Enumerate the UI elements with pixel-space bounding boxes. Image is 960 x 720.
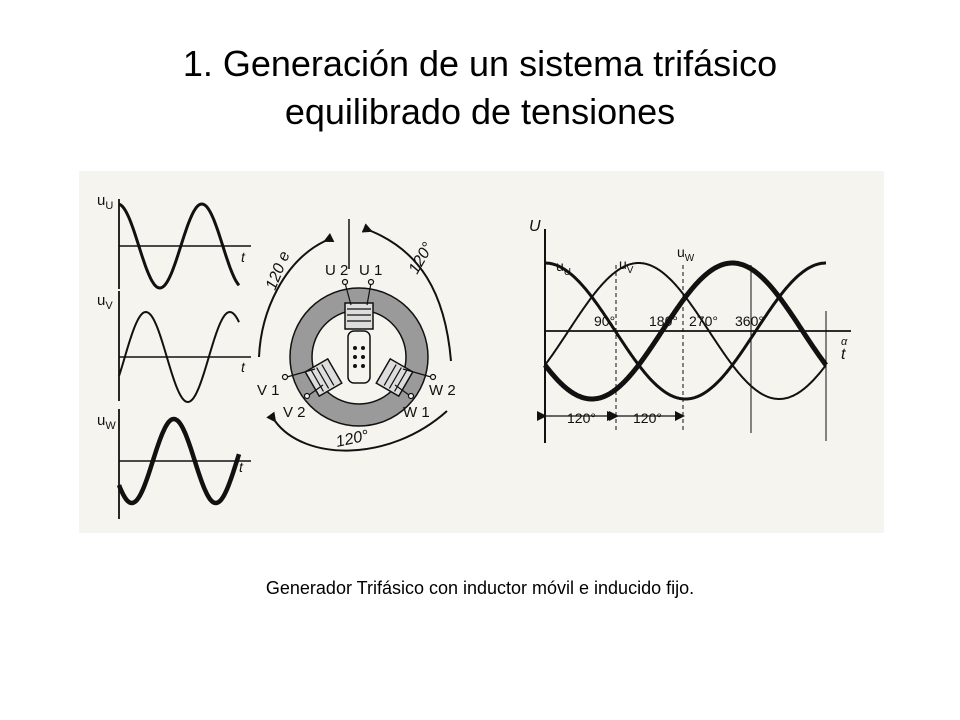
rotor [347,330,371,384]
coil-w [375,357,414,398]
coil-u [344,302,374,330]
curve-uu-label: uU [556,258,571,278]
uw-t-label: t [239,459,244,475]
tick-90: 90° [594,313,615,329]
terminal-v1-label: V 1 [257,382,280,399]
lead-v2 [308,384,324,396]
rotation-arrow-bottom [266,410,448,452]
coil-u-body [344,302,374,330]
uu-label: uU [97,192,113,212]
lead-u1 [366,282,372,306]
terminal-u2 [341,278,349,286]
coil-u-windings [347,308,371,322]
coil-v-body [304,357,343,398]
t-axis-label: t [841,346,846,363]
tick-180: 180° [649,313,678,329]
page-title: 1. Generación de un sistema trifásico eq… [0,40,960,136]
figure-svg: uU t uV t uW t [97,192,851,519]
uu-plot: uU t [97,192,251,290]
stator-outer-edge [289,287,429,427]
rotor-dot [361,346,365,350]
terminal-w2 [429,373,437,381]
terminal-u2-label: U 2 [325,262,348,279]
uv-plot: uV t [97,291,251,404]
terminal-u1-label: U 1 [359,262,382,279]
terminal-leads [281,278,437,400]
span-label-2: 120° [633,410,662,426]
figure-caption: Generador Trifásico con inductor móvil e… [265,578,695,598]
coil-w-body [375,357,414,398]
tick-360: 360° [735,313,764,329]
uw-plot: uW t [97,409,251,519]
rotor-dot [361,355,365,359]
terminal-w1 [407,392,415,400]
lead-u2 [344,282,352,306]
uu-t-label: t [241,249,246,265]
title-line-1: 1. Generación de un sistema trifásico [182,43,778,84]
span-label-1: 120° [567,410,596,426]
curve-uw [543,260,828,402]
curve-uv-label: uV [619,256,634,276]
terminal-w1-label: W 1 [403,404,430,421]
u-axis-label: U [529,218,541,235]
uu-wave [118,202,241,290]
stator-ring [290,288,428,426]
rotation-arrow-right [361,223,452,362]
lead-w2 [402,368,432,378]
terminal-w2-label: W 2 [429,382,456,399]
title-line-2: equilibrado de tensiones [284,91,676,132]
rotor-dot [353,355,357,359]
terminal-v2 [303,392,311,400]
uw-wave [116,416,242,506]
coil-v-windings [310,364,335,392]
rotation-arrow-left [258,232,335,358]
curve-uw-label: uW [677,244,695,264]
terminal-u1 [367,278,375,286]
lead-v1 [286,368,316,378]
lead-w1 [394,384,410,396]
coil-v [304,357,343,398]
uw-label: uW [97,412,116,432]
terminal-v1 [281,373,289,381]
uv-wave [118,310,240,404]
coil-w-windings [383,364,408,392]
terminal-v2-label: V 2 [283,404,306,421]
uv-t-label: t [241,359,246,375]
rotor-dot [353,364,357,368]
phase-voltage-plot: U t α uU uV uW 90° 180° 270° 360° [529,218,851,443]
rotor-body [347,330,371,384]
generator-drawing: U 2 U 1 V 1 V 2 W 2 W 1 120 e 120° 120° [257,219,456,452]
three-phase-generator-figure: uU t uV t uW t [79,171,884,533]
angle-bottom-label: 120° [334,427,370,451]
tick-270: 270° [689,313,718,329]
alpha-label: α [841,336,848,348]
rotor-dot [353,346,357,350]
rotor-dot [361,364,365,368]
uv-label: uV [97,292,113,312]
